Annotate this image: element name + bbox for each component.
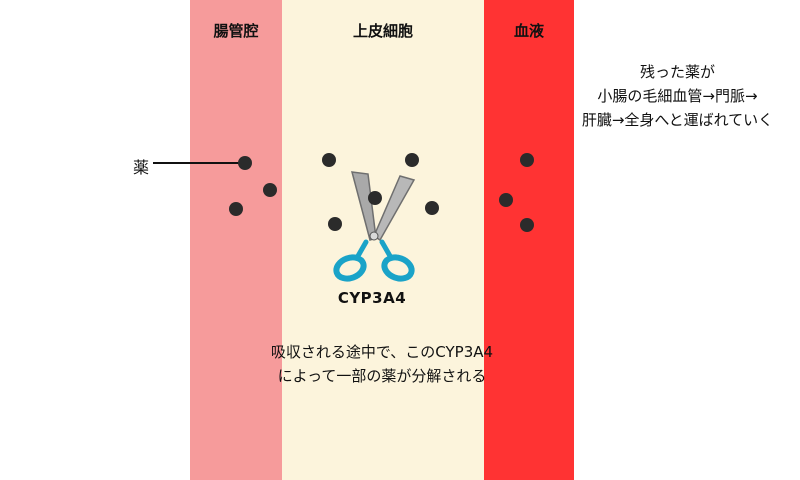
drug-particle [520, 218, 534, 232]
drug-particle [425, 201, 439, 215]
drug-particle [328, 217, 342, 231]
drug-particle [229, 202, 243, 216]
remaining-note-line2: 小腸の毛細血管→門脈→ [597, 87, 758, 105]
epithelium-header: 上皮細胞 [352, 22, 413, 40]
drug-particle [499, 193, 513, 207]
drug-particle [263, 183, 277, 197]
drug-particle [322, 153, 336, 167]
blood-band [484, 0, 574, 480]
remaining-note-line3: 肝臓→全身へと運ばれていく [581, 111, 774, 129]
drug-label: 薬 [133, 158, 150, 177]
drug-particle [520, 153, 534, 167]
blood-header: 血液 [513, 22, 544, 40]
lumen-header: 腸管腔 [213, 22, 259, 40]
metabolism-note: 吸収される途中で、このCYP3A4 によって一部の薬が分解される [236, 340, 528, 388]
drug-particle [368, 191, 382, 205]
enzyme-label: CYP3A4 [337, 289, 407, 307]
metabolism-note-line1: 吸収される途中で、このCYP3A4 [270, 343, 494, 361]
drug-leader-line [153, 162, 243, 164]
metabolism-note-line2: によって一部の薬が分解される [277, 367, 487, 385]
remaining-note: 残った薬が 小腸の毛細血管→門脈→ 肝臓→全身へと運ばれていく [555, 60, 800, 132]
scissors-icon [333, 171, 416, 282]
drug-particle [405, 153, 419, 167]
intestinal-lumen-band [190, 0, 282, 480]
remaining-note-line1: 残った薬が [639, 63, 715, 81]
drug-particle [238, 156, 252, 170]
